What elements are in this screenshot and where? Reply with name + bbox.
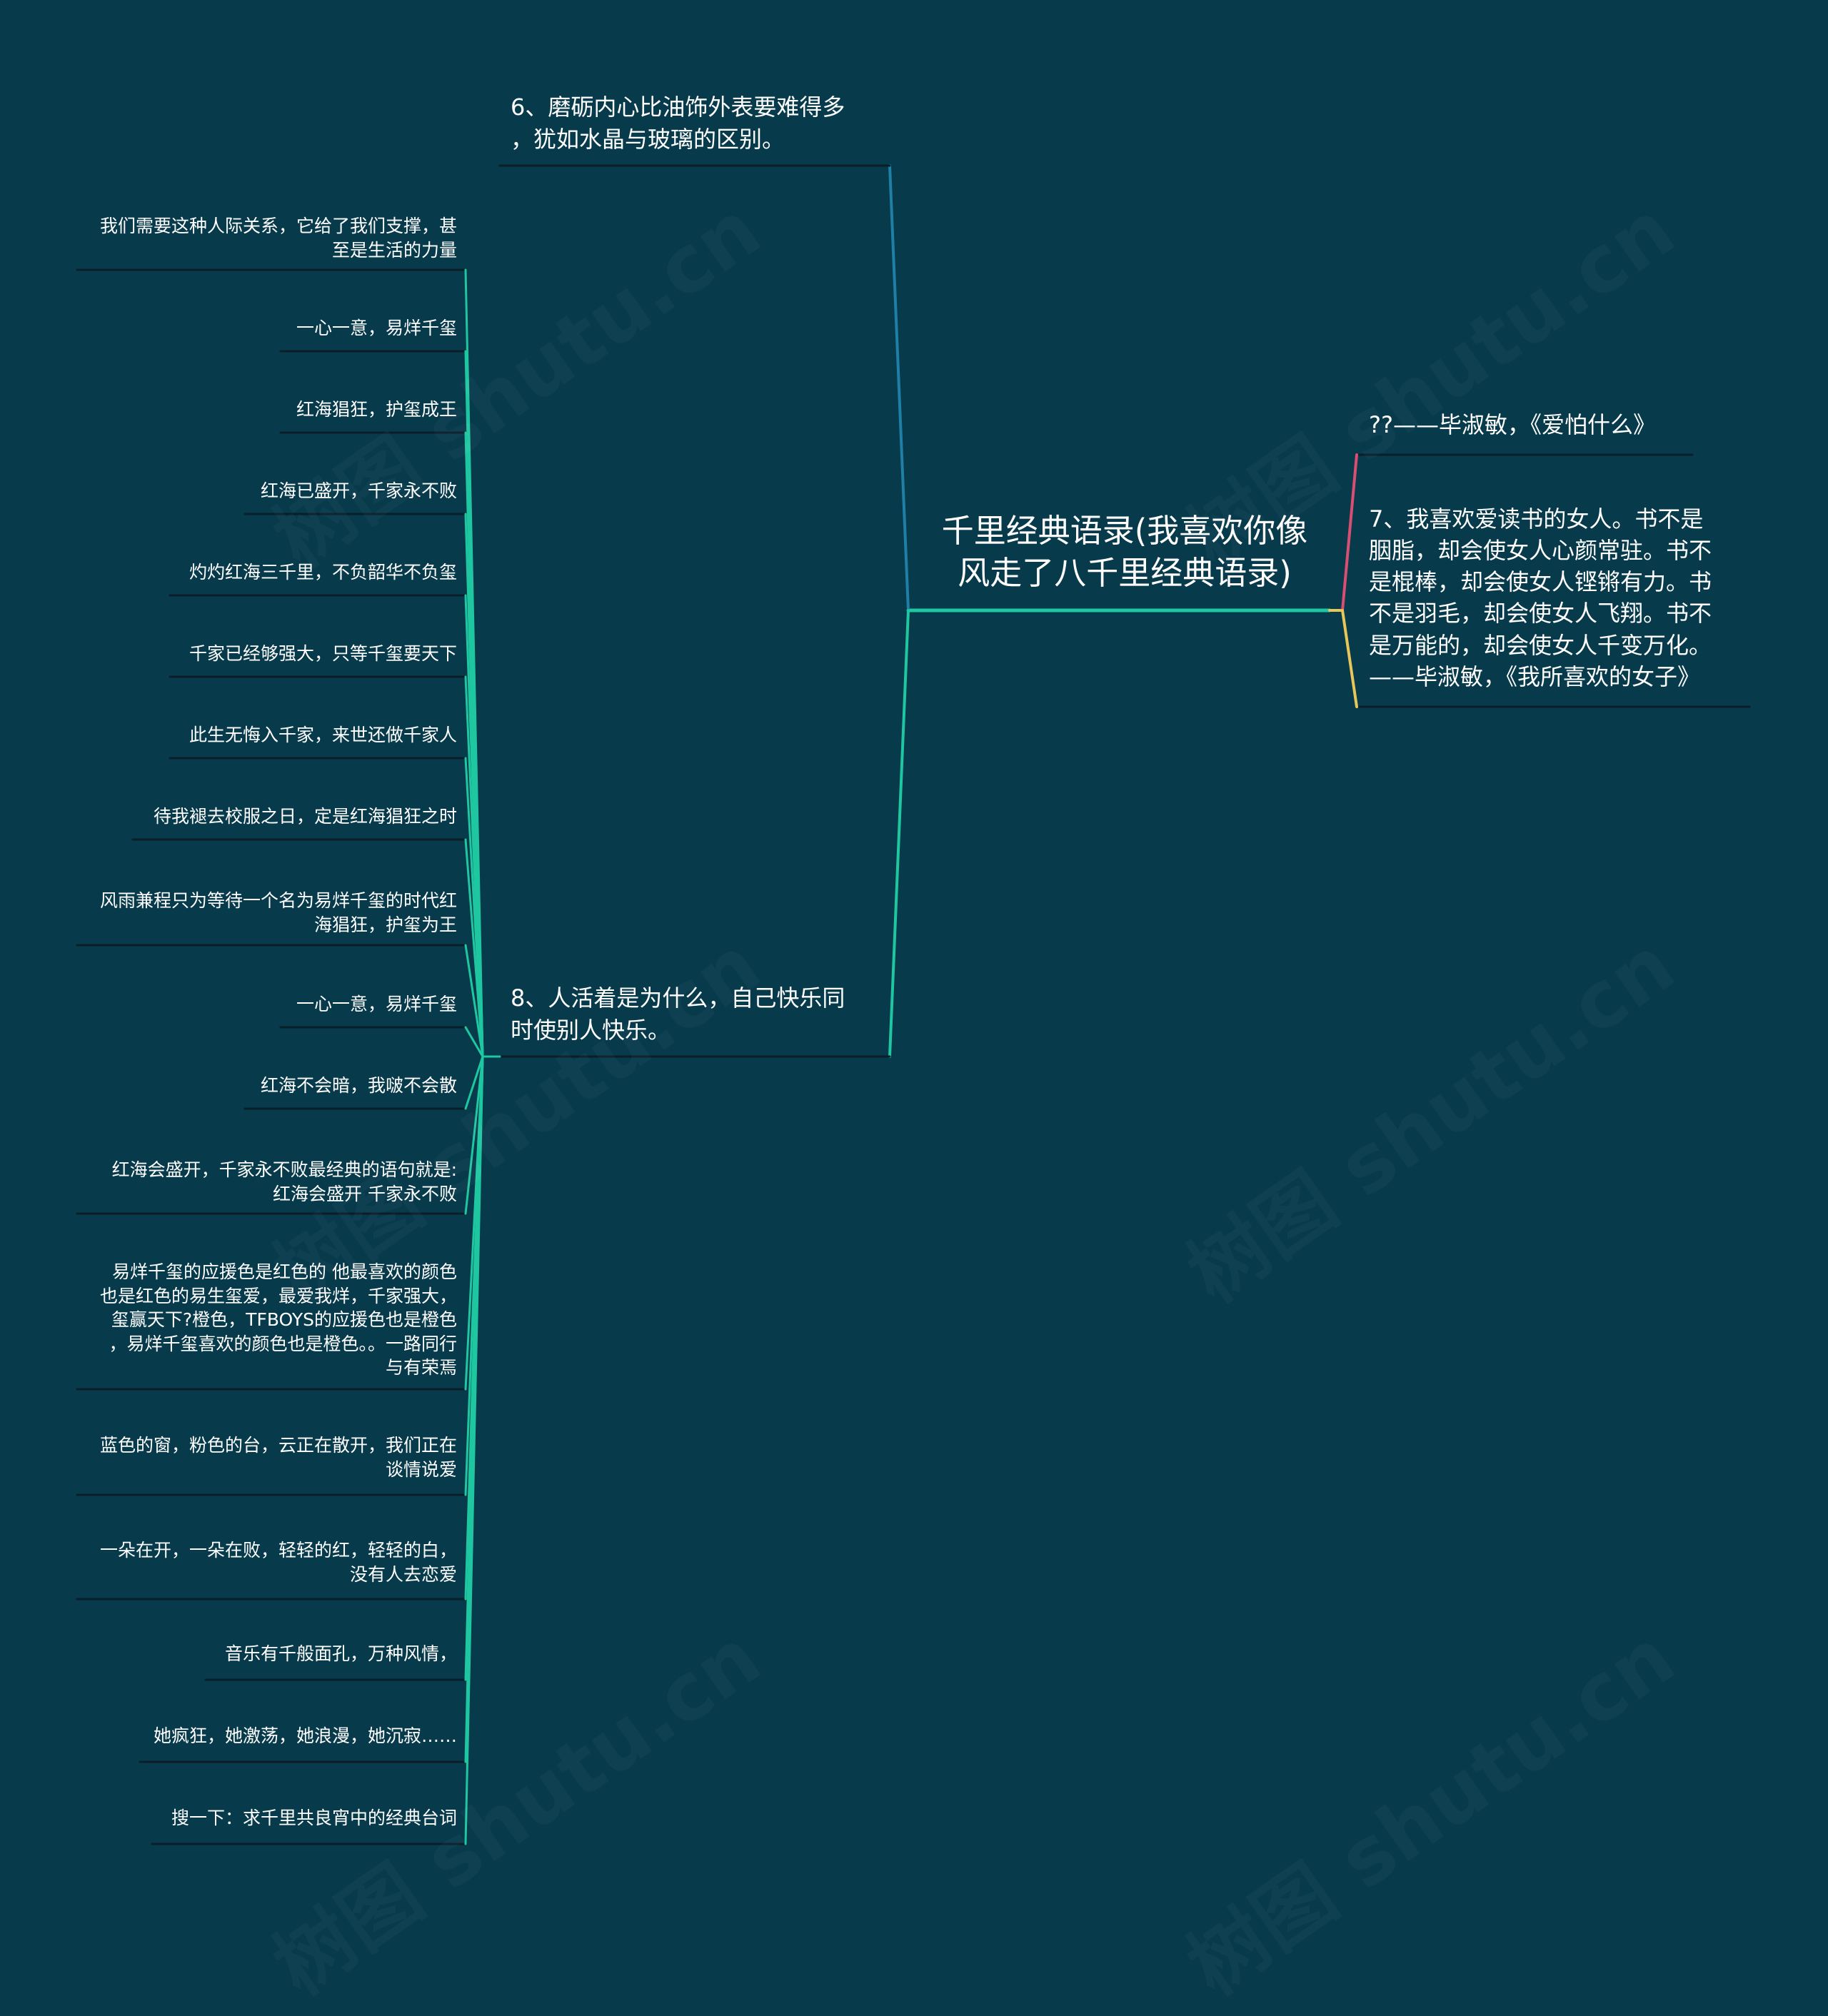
branch-6-topic[interactable]: 6、磨砺内心比油饰外表要难得多 ，犹如水晶与玻璃的区别。 bbox=[511, 94, 845, 153]
branch-8-leaf[interactable]: 红海猖狂，护玺成王 bbox=[296, 399, 457, 420]
connector-lines bbox=[76, 164, 1751, 1845]
leaf-connector bbox=[1341, 453, 1358, 612]
branch-8-leaf[interactable]: 红海会盛开，千家永不败最经典的语句就是: 红海会盛开 千家永不败 bbox=[111, 1159, 457, 1204]
branch-7-leaf[interactable]: 7、我喜欢爱读书的女人。书不是 胭脂，却会使女人心颜常驻。书不 是棍棒，却会使女… bbox=[1369, 505, 1712, 690]
branch-8-leaf[interactable]: 一心一意，易烊千玺 bbox=[296, 994, 457, 1014]
branch-8-topic[interactable]: 8、人活着是为什么，自己快乐同 时使别人快乐。 bbox=[511, 984, 845, 1044]
leaf-connector bbox=[464, 838, 484, 1058]
branch-8-leaf[interactable]: 此生无悔入千家，来世还做千家人 bbox=[189, 725, 457, 745]
branch-8-leaf[interactable]: 一心一意，易烊千玺 bbox=[296, 318, 457, 338]
branch-8-leaf[interactable]: 红海不会暗，我啵不会散 bbox=[260, 1075, 457, 1096]
mind-map: 树图 shutu.cn 树图 shutu.cn 树图 shutu.cn 树图 s… bbox=[76, 94, 1751, 1845]
branch-8-leaf[interactable]: 我们需要这种人际关系，它给了我们支撑，甚 至是生活的力量 bbox=[99, 216, 457, 261]
branch-8-leaf[interactable]: 灼灼红海三千里，不负韶华不负玺 bbox=[189, 562, 457, 583]
branch-8-leaf[interactable]: 千家已经够强大，只等千玺要天下 bbox=[189, 643, 457, 664]
branch-8-leaf[interactable]: 音乐有千般面孔，万种风情， bbox=[224, 1643, 457, 1664]
root-topic[interactable]: 千里经典语录(我喜欢你像 风走了八千里经典语录) bbox=[941, 512, 1308, 592]
branch-8-leaf[interactable]: 风雨兼程只为等待一个名为易烊千玺的时代红 海猖狂，护玺为王 bbox=[99, 890, 457, 935]
leaf-connector bbox=[1341, 609, 1358, 708]
branch-7-leaf[interactable]: ??——毕淑敏，《爱怕什么》 bbox=[1369, 411, 1656, 438]
branch-8-leaf[interactable]: 一朵在开，一朵在败，轻轻的红，轻轻的白， 没有人去恋爱 bbox=[99, 1540, 457, 1585]
branch-8-leaf[interactable]: 蓝色的窗，粉色的台，云正在散开，我们正在 谈情说爱 bbox=[99, 1435, 457, 1480]
leaf-connector bbox=[464, 944, 484, 1058]
branch-6-connector bbox=[888, 164, 910, 612]
branch-8-leaf[interactable]: 待我褪去校服之日，定是红海猖狂之时 bbox=[153, 806, 457, 827]
leaf-connector bbox=[464, 1055, 484, 1215]
leaf-connector bbox=[464, 1055, 484, 1845]
branch-8-leaf[interactable]: 搜一下：求千里共良宵中的经典台词 bbox=[171, 1808, 457, 1828]
leaf-connector bbox=[464, 1055, 484, 1110]
branch-8-leaf[interactable]: 易烊千玺的应援色是红色的 他最喜欢的颜色 也是红色的易生玺爱，最爱我烊，千家强大… bbox=[99, 1261, 457, 1378]
branch-8-leaf[interactable]: 红海已盛开，千家永不败 bbox=[260, 480, 457, 501]
branch-8-connector bbox=[888, 609, 910, 1058]
leaf-connector bbox=[464, 1026, 484, 1058]
branch-8-leaf[interactable]: 她疯狂，她激荡，她浪漫，她沉寂…… bbox=[153, 1725, 457, 1746]
